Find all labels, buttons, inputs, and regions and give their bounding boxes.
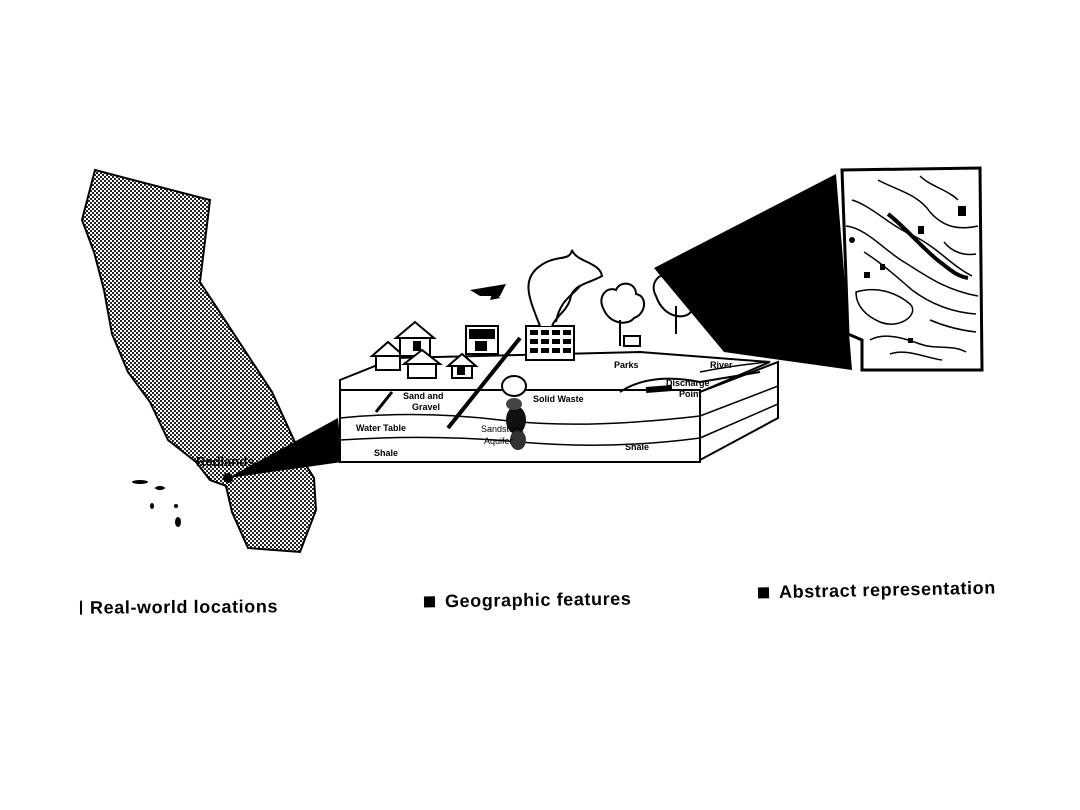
california-map: Redlands	[80, 168, 318, 554]
california-outline	[80, 168, 318, 554]
river-label: River	[710, 360, 733, 370]
abstract-map-frame	[840, 166, 984, 372]
channel-islands	[132, 480, 181, 527]
projection-wedge-right	[654, 174, 852, 370]
projection-wedge-left	[228, 418, 342, 478]
redlands-label: Redlands	[196, 454, 255, 469]
factory	[525, 249, 604, 361]
airplane-icon	[470, 276, 510, 300]
caption-real-world-text: Real-world locations	[89, 596, 279, 618]
treatment-plant	[465, 325, 499, 355]
abstract-representation-map	[840, 166, 984, 372]
aquifer-plume	[501, 375, 527, 450]
solid-waste-label: Solid Waste	[533, 394, 584, 404]
aquifer-label: Aquifer	[484, 436, 513, 446]
caption-real-world: Real-world locations	[79, 596, 279, 618]
discharge-label-2: Point	[679, 389, 702, 399]
discharge-pipe	[645, 385, 673, 393]
discharge-label-1: Discharge	[666, 378, 710, 388]
bullet-marker	[79, 600, 83, 615]
shale-right-label: Shale	[625, 442, 649, 452]
caption-geographic: Geographic features	[423, 588, 632, 613]
sand-gravel-label-1: Sand and	[403, 391, 444, 401]
geographic-features-block: Sand and Gravel Solid Waste Water Table …	[339, 336, 779, 463]
water-table-label: Water Table	[356, 423, 406, 433]
bullet-marker	[423, 596, 436, 608]
parks-label: Parks	[614, 360, 639, 370]
shale-left-label: Shale	[374, 448, 398, 458]
sand-gravel-label-2: Gravel	[412, 402, 440, 412]
caption-abstract-text: Abstract representation	[778, 577, 997, 603]
sandstone-label: Sandstone	[481, 424, 524, 434]
houses	[369, 320, 479, 379]
well-pipe	[446, 336, 522, 430]
smoke-plume	[527, 249, 604, 327]
caption-geographic-text: Geographic features	[444, 588, 632, 612]
bullet-marker	[757, 587, 770, 599]
